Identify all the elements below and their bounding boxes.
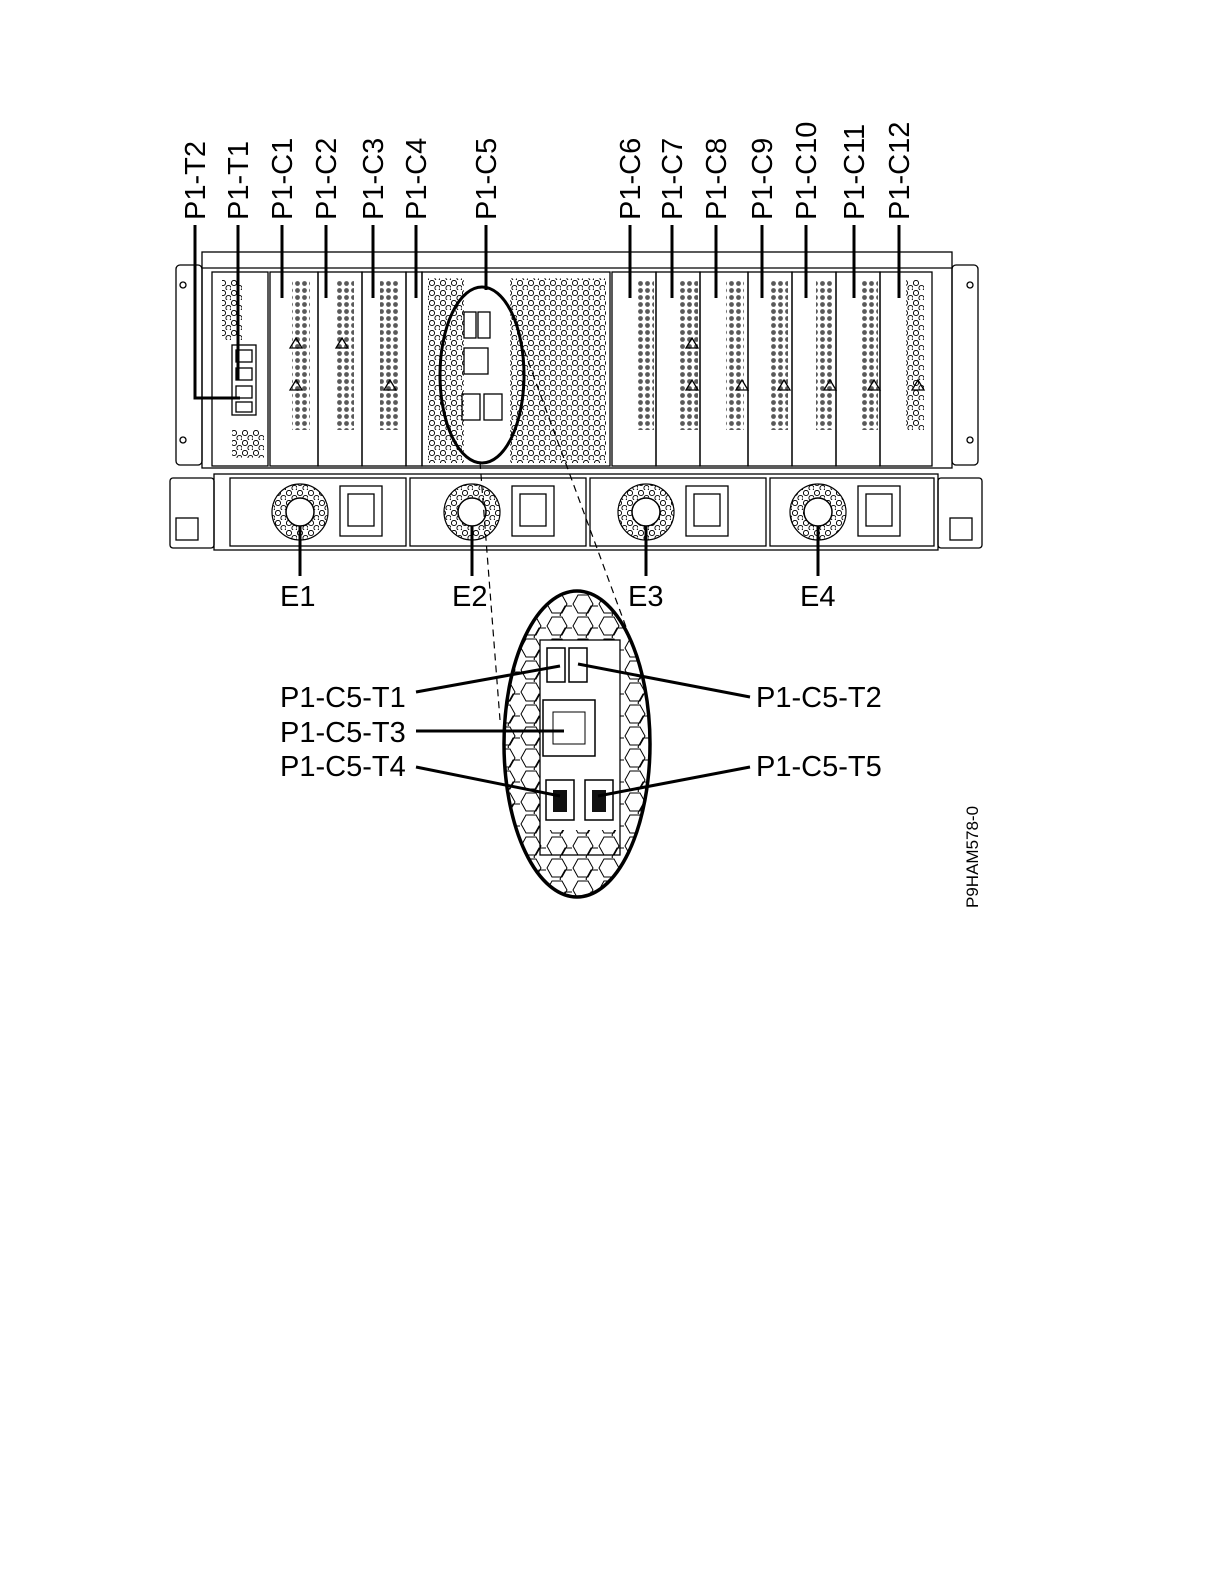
slot-label-p1-c11: P1-C11 (839, 124, 871, 220)
slot-label-p1-c10: P1-C10 (791, 122, 823, 220)
port-label-p1-c5-t3: P1-C5-T3 (280, 717, 406, 749)
slot-label-p1-c9: P1-C9 (747, 138, 779, 220)
power-label-e3: E3 (628, 581, 663, 613)
slot-label-p1-c3: P1-C3 (358, 138, 390, 220)
slot-label-p1-c2: P1-C2 (311, 138, 343, 220)
power-label-e2: E2 (452, 581, 487, 613)
slot-label-p1-c4: P1-C4 (401, 138, 433, 220)
slot-labels: P1-T2 P1-T1 P1-C1 P1-C2 P1-C3 P1-C4 P1-C… (180, 122, 916, 220)
power-label-e1: E1 (280, 581, 315, 613)
port-label-p1-c5-t2: P1-C5-T2 (756, 682, 882, 714)
slot-label-p1-t1: P1-T1 (223, 141, 255, 220)
pcie-slots-right (612, 272, 932, 466)
slot-label-p1-c8: P1-C8 (701, 138, 733, 220)
slot-label-p1-c12: P1-C12 (884, 122, 916, 220)
port-label-p1-c5-t1: P1-C5-T1 (280, 682, 406, 714)
slot-label-p1-c6: P1-C6 (615, 138, 647, 220)
port-label-p1-c5-t4: P1-C5-T4 (280, 751, 406, 783)
slot-label-p1-c7: P1-C7 (657, 138, 689, 220)
pcie-slots-left (270, 272, 422, 466)
c5-detail-view (500, 590, 660, 900)
port-label-p1-c5-t5: P1-C5-T5 (756, 751, 882, 783)
figure-id: P9HAM578-0 (963, 806, 982, 908)
slot-label-p1-c1: P1-C1 (267, 138, 299, 220)
power-supplies (230, 478, 934, 546)
chassis (170, 252, 982, 550)
power-label-e4: E4 (800, 581, 835, 613)
slot-label-p1-c5: P1-C5 (471, 138, 503, 220)
slot-label-p1-t2: P1-T2 (180, 141, 212, 220)
power-leader-lines (300, 526, 818, 576)
